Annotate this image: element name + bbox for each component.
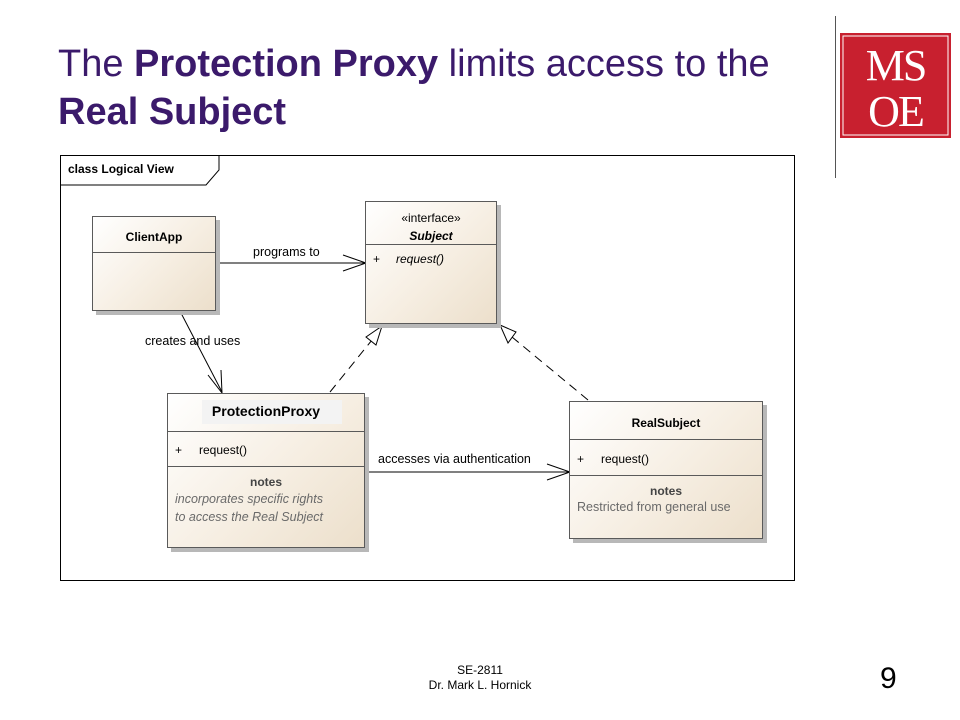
class-protectionproxy[interactable]: ProtectionProxy + request() notes incorp… xyxy=(167,393,365,548)
operation: request() xyxy=(396,252,445,266)
relation-label-programs-to: programs to xyxy=(253,245,320,259)
compartment-divider xyxy=(570,439,762,440)
title-part: limits access to the xyxy=(438,43,770,85)
notes-line: Restricted from general use xyxy=(577,500,731,514)
compartment-divider xyxy=(168,431,364,432)
msoe-logo: MS OE xyxy=(840,33,951,138)
arrowhead xyxy=(207,369,223,395)
title-part: The xyxy=(58,43,135,85)
realization-arrowhead xyxy=(499,324,517,344)
compartment-divider xyxy=(570,475,762,476)
slide-title: The Protection Proxy limits access to th… xyxy=(58,40,818,136)
notes-title: notes xyxy=(249,475,282,489)
visibility-marker: + xyxy=(373,252,381,266)
compartment-divider xyxy=(168,466,364,467)
compartment-divider xyxy=(93,252,215,253)
title-emphasis-protection-proxy: Protection Proxy xyxy=(134,43,439,85)
notes-line: to access the Real Subject xyxy=(175,510,323,524)
class-name: ClientApp xyxy=(125,230,183,244)
footer-author: Dr. Mark L. Hornick xyxy=(428,678,532,692)
notes-title: notes xyxy=(649,484,682,498)
footer-course: SE-2811 xyxy=(457,663,503,677)
class-name: ProtectionProxy xyxy=(211,403,321,419)
proxy-realization-edge xyxy=(329,339,373,393)
interface-subject[interactable]: «interface» Subject + request() xyxy=(365,201,497,324)
compartment-divider xyxy=(366,244,496,245)
frame-tab xyxy=(61,156,220,186)
class-name: RealSubject xyxy=(631,416,701,430)
class-realsubject[interactable]: RealSubject + request() notes Restricted… xyxy=(569,401,763,539)
operation: request() xyxy=(199,443,248,457)
class-clientapp[interactable]: ClientApp xyxy=(92,216,216,311)
header-divider xyxy=(835,16,836,178)
stereotype: «interface» xyxy=(401,211,461,225)
frame-label: class Logical View xyxy=(68,162,174,176)
page-number: 9 xyxy=(880,662,897,695)
operation: request() xyxy=(601,452,650,466)
visibility-marker: + xyxy=(175,443,183,457)
svg-text:OE: OE xyxy=(868,87,923,136)
title-emphasis-real-subject: Real Subject xyxy=(58,91,287,133)
real-realization-edge xyxy=(511,336,589,401)
interface-name: Subject xyxy=(409,229,453,243)
notes-line: incorporates specific rights xyxy=(175,492,323,506)
visibility-marker: + xyxy=(577,452,585,466)
name-highlight xyxy=(202,400,342,424)
svg-text:MS: MS xyxy=(866,41,926,90)
realization-arrowhead xyxy=(365,324,383,346)
relation-label-accesses: accesses via authentication xyxy=(378,452,531,466)
relation-label-creates-and-uses: creates and uses xyxy=(145,334,241,348)
diagram-frame: class Logical View xyxy=(60,155,795,581)
creates-and-uses-edge xyxy=(180,312,223,393)
